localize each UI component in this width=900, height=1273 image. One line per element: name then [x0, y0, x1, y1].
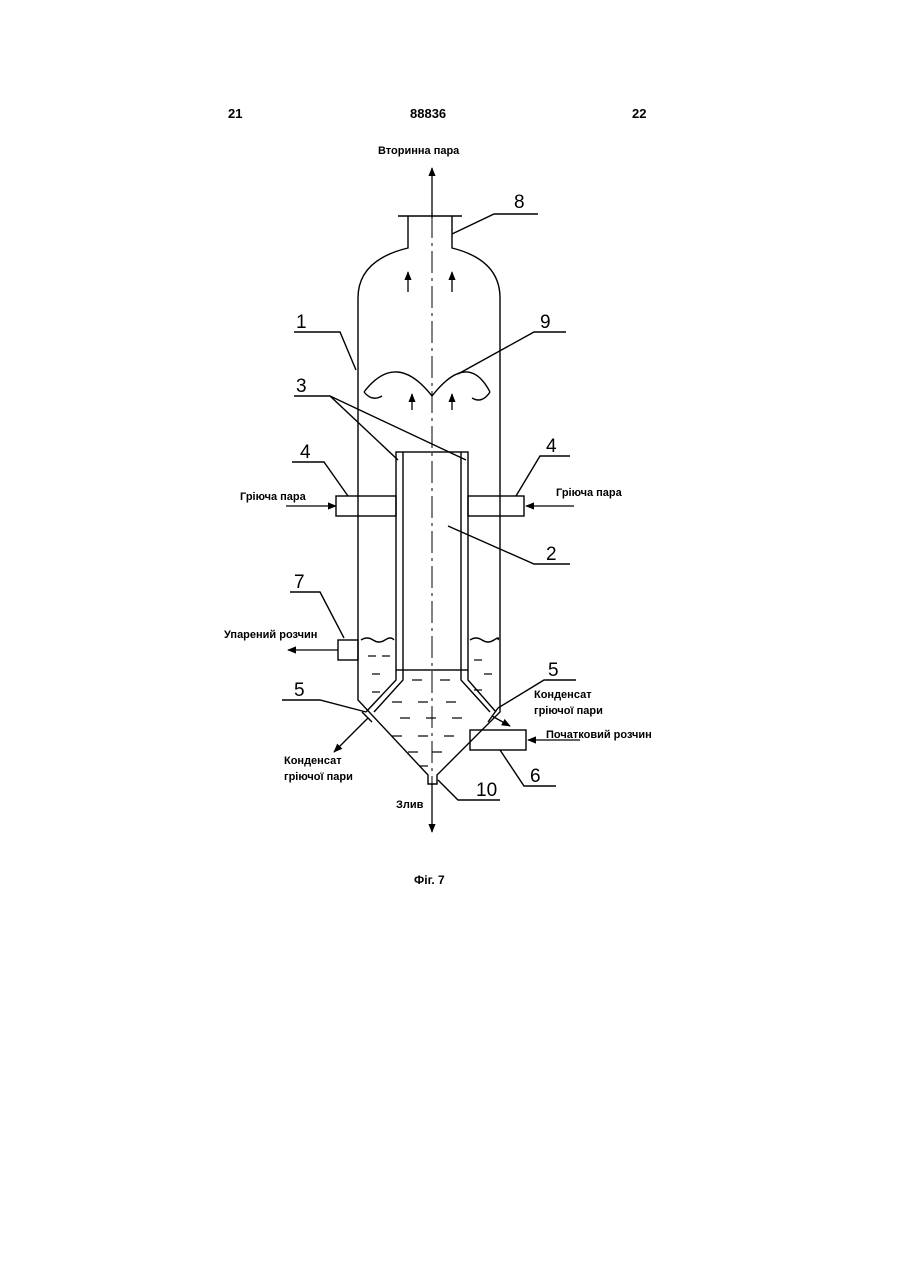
leader-1 — [294, 332, 356, 370]
label-condensate-left-1: Конденсат — [284, 755, 342, 767]
callout-5-left: 5 — [294, 680, 305, 701]
label-condensate-right-1: Конденсат — [534, 689, 592, 701]
label-condensate-left-2: гріючої пари — [284, 771, 353, 783]
separator-arc-left — [364, 372, 432, 396]
label-condensate-right-2: гріючої пари — [534, 705, 603, 717]
callout-1: 1 — [296, 312, 307, 333]
leader-6 — [500, 750, 556, 786]
leader-9 — [458, 332, 566, 374]
label-heating-steam-right: Гріюча пара — [556, 487, 623, 499]
leader-8 — [452, 214, 538, 234]
figure-caption: Фіг. 7 — [414, 873, 445, 887]
callout-9: 9 — [540, 312, 551, 333]
callout-3: 3 — [296, 376, 307, 397]
condensate-left-arrow — [334, 718, 368, 752]
callout-5-right: 5 — [548, 660, 559, 681]
callout-6: 6 — [530, 766, 541, 787]
callout-4-left: 4 — [300, 442, 311, 463]
separator-arc-right — [432, 372, 490, 396]
label-drain: Злив — [396, 799, 424, 811]
leader-3b — [330, 396, 466, 460]
solution-outlet — [338, 640, 358, 660]
label-initial-solution: Початковий розчин — [546, 729, 652, 741]
vessel-shell — [358, 230, 500, 784]
steam-inlet-left — [336, 496, 396, 516]
condensate-right-arrow — [492, 716, 510, 726]
label-evaporated-solution: Упарений розчин — [224, 629, 317, 641]
label-secondary-steam: Вторинна пара — [378, 145, 460, 157]
callout-10: 10 — [476, 780, 497, 801]
steam-inlet-right — [468, 496, 524, 516]
leader-5-left — [282, 700, 366, 712]
callout-8: 8 — [514, 192, 525, 213]
callout-7: 7 — [294, 572, 305, 593]
callout-4-right: 4 — [546, 436, 557, 457]
callout-2: 2 — [546, 544, 557, 565]
label-heating-steam-left: Гріюча пара — [240, 491, 307, 503]
